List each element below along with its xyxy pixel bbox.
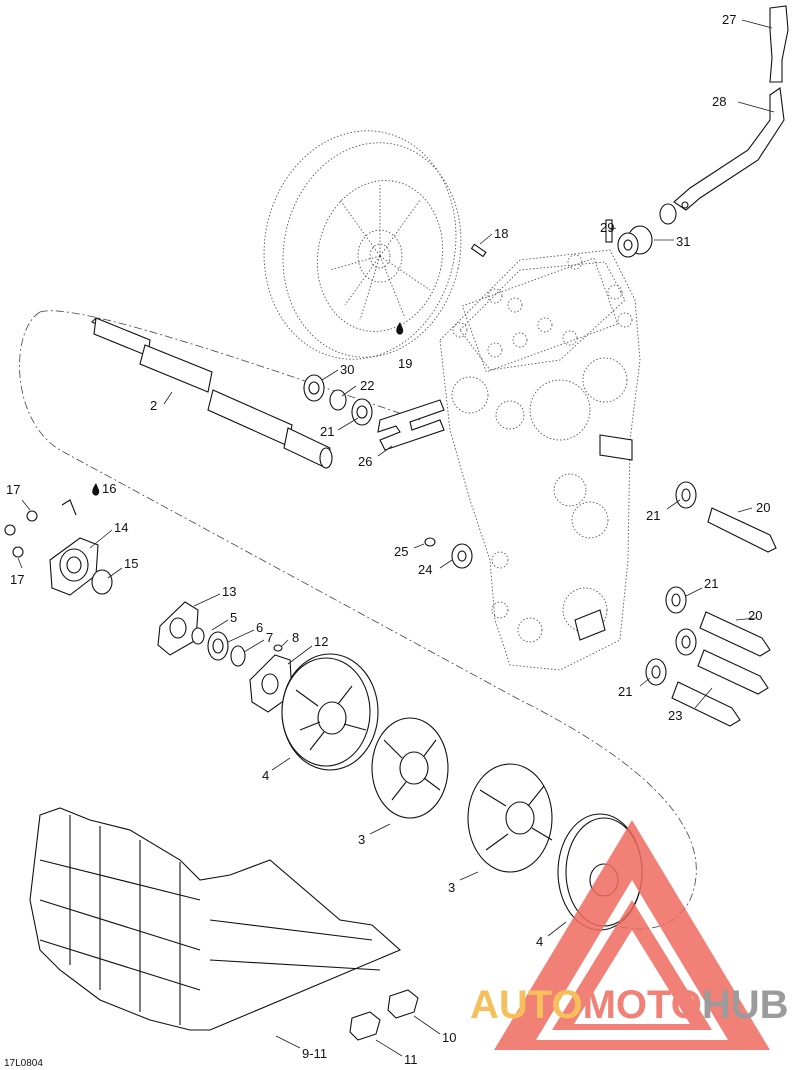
ring-7 bbox=[230, 645, 246, 667]
callout-20-b: 20 bbox=[748, 608, 762, 623]
callout-4-a: 4 bbox=[262, 768, 269, 783]
callout-2: 2 bbox=[150, 398, 157, 413]
callout-4-b: 4 bbox=[536, 934, 543, 949]
bearing-21a bbox=[351, 398, 373, 426]
oil-drop-16 bbox=[92, 483, 100, 496]
callout-29: 29 bbox=[600, 220, 614, 235]
key-18 bbox=[470, 243, 487, 258]
clip-11 bbox=[349, 1011, 381, 1041]
svg-text:AUTOMOTOHUB: AUTOMOTOHUB bbox=[470, 983, 789, 1027]
callout-6: 6 bbox=[256, 620, 263, 635]
callout-30: 30 bbox=[340, 362, 354, 377]
callout-24: 24 bbox=[418, 562, 432, 577]
sprocket-4a bbox=[281, 653, 379, 771]
bearing-21d bbox=[675, 628, 697, 656]
callout-9-11: 9-11 bbox=[302, 1046, 327, 1061]
bearing-30 bbox=[303, 374, 325, 402]
callout-21-c: 21 bbox=[704, 576, 718, 591]
pin-29 bbox=[605, 219, 613, 243]
track-belt bbox=[29, 807, 402, 1031]
bearing-6 bbox=[207, 631, 229, 661]
tensioner-handle bbox=[659, 5, 789, 225]
callout-12: 12 bbox=[314, 634, 328, 649]
callout-labels: 27 28 29 31 18 19 30 22 2 21 26 17 16 14… bbox=[6, 12, 770, 1067]
chain-loop bbox=[19, 311, 697, 930]
callout-26: 26 bbox=[358, 454, 372, 469]
bearing-21c bbox=[665, 586, 687, 614]
callout-23: 23 bbox=[668, 708, 682, 723]
oring-25 bbox=[424, 537, 436, 547]
callout-7: 7 bbox=[266, 630, 273, 645]
bushing-24 bbox=[451, 543, 473, 569]
callout-19: 19 bbox=[398, 356, 412, 371]
logo-moto: MOTO bbox=[583, 983, 702, 1027]
callout-21-a: 21 bbox=[320, 424, 334, 439]
bolt-20b bbox=[699, 611, 771, 657]
bearing-21b bbox=[675, 481, 697, 509]
callout-16: 16 bbox=[102, 481, 116, 496]
callout-28: 28 bbox=[712, 94, 726, 109]
callout-17-a: 17 bbox=[6, 482, 20, 497]
callout-22: 22 bbox=[360, 378, 374, 393]
callout-20-a: 20 bbox=[756, 500, 770, 515]
leader-lines bbox=[17, 19, 775, 1057]
oring-8 bbox=[273, 644, 283, 652]
automotohub-logo: AUTOMOTOHUB bbox=[470, 820, 789, 1050]
sensor-16 bbox=[61, 499, 77, 516]
logo-hub: HUB bbox=[702, 983, 789, 1027]
callout-21-d: 21 bbox=[618, 684, 632, 699]
bearing-15 bbox=[91, 569, 113, 595]
callout-15: 15 bbox=[124, 556, 138, 571]
nut-17b bbox=[12, 546, 24, 558]
callout-3-b: 3 bbox=[448, 880, 455, 895]
callout-13: 13 bbox=[222, 584, 236, 599]
callout-18: 18 bbox=[494, 226, 508, 241]
callout-3-a: 3 bbox=[358, 832, 365, 847]
bolt-23 bbox=[671, 681, 741, 727]
callout-27: 27 bbox=[722, 12, 736, 27]
logo-auto: AUTO bbox=[470, 983, 583, 1027]
nut-22 bbox=[329, 389, 347, 411]
oil-drop-19 bbox=[396, 322, 404, 335]
callout-14: 14 bbox=[114, 520, 128, 535]
bolt-20c bbox=[697, 649, 769, 695]
clip-10 bbox=[387, 989, 419, 1019]
callout-11: 11 bbox=[404, 1052, 418, 1067]
callout-21-b: 21 bbox=[646, 508, 660, 523]
callout-8: 8 bbox=[292, 630, 299, 645]
bolt-20a bbox=[707, 507, 777, 553]
sprocket-3a bbox=[371, 717, 449, 819]
sprocket-3b bbox=[467, 763, 553, 873]
tool-26 bbox=[377, 399, 445, 451]
logo-triangle bbox=[494, 820, 770, 1050]
diagram-reference: 17L0804 bbox=[4, 1058, 43, 1069]
callout-25: 25 bbox=[394, 544, 408, 559]
nut-31 bbox=[617, 225, 653, 258]
chaincase-housing bbox=[439, 249, 641, 671]
bearing-21e bbox=[645, 658, 667, 686]
callout-10: 10 bbox=[442, 1030, 456, 1045]
plate-13 bbox=[157, 601, 199, 656]
seal-5 bbox=[191, 627, 205, 645]
driven-pulley bbox=[263, 130, 462, 360]
callout-17-b: 17 bbox=[10, 572, 24, 587]
callout-31: 31 bbox=[676, 234, 690, 249]
callout-5: 5 bbox=[230, 610, 237, 625]
nut-17a bbox=[26, 510, 38, 522]
drive-shaft bbox=[91, 317, 333, 469]
bearing-housing-14 bbox=[49, 537, 99, 596]
